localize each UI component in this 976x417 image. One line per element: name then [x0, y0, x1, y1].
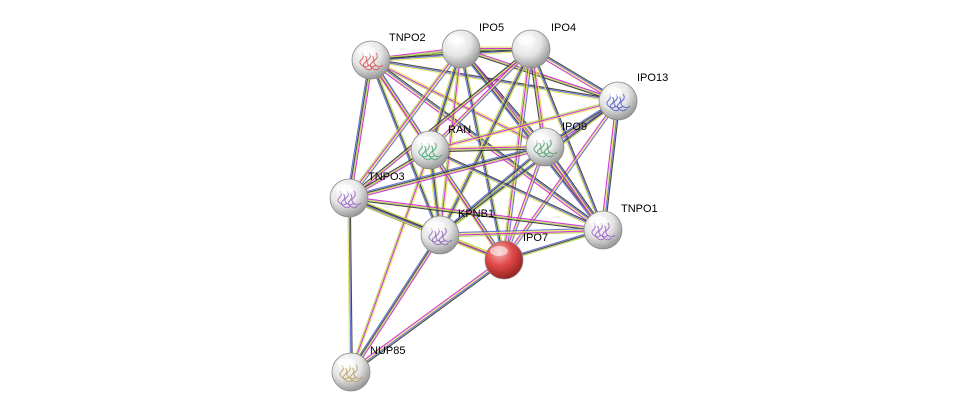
node-ipo4[interactable]: IPO4	[511, 22, 576, 69]
node-tnpo1-label: TNPO1	[621, 203, 658, 215]
edge-IPO4-TNPO3	[347, 47, 533, 200]
edge-TNPO2-IPO9	[370, 58, 546, 149]
node-tnpo3-label: TNPO3	[368, 171, 405, 183]
node-nup85-structure-icon	[339, 364, 364, 383]
node-ipo4-label: IPO4	[551, 22, 576, 34]
node-ipo13-circle[interactable]	[598, 81, 638, 121]
edge-IPO4-KPNB1	[437, 47, 534, 237]
node-ran-structure-icon	[418, 142, 443, 161]
node-nup85-highlight	[337, 358, 355, 368]
node-ipo9-highlight	[531, 133, 549, 143]
node-tnpo3-highlight	[335, 184, 353, 194]
edge-RAN-NUP85	[349, 149, 432, 373]
node-tnpo1-highlight	[589, 216, 607, 226]
node-kpnb1[interactable]: KPNB1	[420, 208, 494, 255]
node-tnpo3[interactable]: TNPO3	[329, 171, 405, 218]
node-ipo7-highlight	[490, 246, 508, 256]
node-tnpo1[interactable]: TNPO1	[583, 203, 658, 250]
node-tnpo2-highlight	[357, 46, 375, 56]
node-ipo9-structure-icon	[533, 139, 558, 158]
node-ran-label: RAN	[448, 124, 471, 136]
edge-KPNB1-NUP85	[348, 233, 443, 374]
node-ipo9[interactable]: IPO9	[525, 121, 587, 167]
node-ipo4-circle[interactable]	[511, 29, 551, 69]
node-tnpo2-label: TNPO2	[389, 32, 426, 44]
edge-KPNB1-TNPO1	[439, 227, 604, 238]
node-ipo13-highlight	[604, 87, 622, 97]
edge-IPO5-TNPO3	[346, 47, 464, 200]
edge-IPO13-TNPO1	[600, 100, 621, 231]
edge-TNPO3-NUP85	[347, 197, 353, 373]
edge-IPO13-RAN	[429, 99, 619, 152]
edge-TNPO2-TNPO3	[346, 59, 374, 199]
edge-RAN-IPO7	[427, 148, 507, 262]
node-nup85-label: NUP85	[370, 345, 405, 357]
node-ipo9-label: IPO9	[562, 121, 587, 133]
node-kpnb1-highlight	[426, 221, 444, 231]
edge-IPO7-NUP85	[349, 257, 506, 375]
node-ran-highlight	[416, 136, 434, 146]
edge-IPO9-IPO7	[502, 146, 547, 261]
node-ipo13-label: IPO13	[637, 72, 668, 84]
node-tnpo1-structure-icon	[591, 222, 616, 241]
node-kpnb1-structure-icon	[428, 227, 453, 246]
node-ipo4-highlight	[517, 35, 535, 45]
node-tnpo3-structure-icon	[337, 190, 362, 209]
node-ipo13-structure-icon	[606, 93, 631, 112]
node-ipo13[interactable]: IPO13	[598, 72, 668, 121]
edge-IPO9-TNPO3	[348, 144, 546, 201]
node-kpnb1-label: KPNB1	[458, 208, 494, 220]
node-ipo5[interactable]: IPO5	[441, 22, 504, 69]
node-ipo7-circle[interactable]	[484, 240, 524, 280]
node-ran-circle[interactable]	[410, 130, 450, 170]
node-tnpo2-circle[interactable]	[351, 40, 391, 80]
node-ipo5-highlight	[447, 35, 465, 45]
node-tnpo2-structure-icon	[359, 52, 384, 71]
edge-TNPO3-TNPO1	[348, 196, 604, 232]
edge-IPO9-KPNB1	[438, 145, 547, 237]
edge-IPO5-KPNB1	[438, 48, 463, 236]
node-ipo7[interactable]: IPO7	[484, 232, 548, 280]
node-ipo5-circle[interactable]	[441, 29, 481, 69]
node-tnpo3-circle[interactable]	[329, 178, 369, 218]
node-nup85[interactable]: NUP85	[331, 345, 405, 392]
node-ipo9-circle[interactable]	[525, 127, 565, 167]
node-ran[interactable]: RAN	[410, 124, 471, 170]
node-kpnb1-circle[interactable]	[420, 215, 460, 255]
node-ipo7-label: IPO7	[523, 232, 548, 244]
node-tnpo1-circle[interactable]	[583, 210, 623, 250]
edge-RAN-TNPO1	[429, 148, 604, 232]
node-tnpo2[interactable]: TNPO2	[351, 32, 426, 80]
node-ipo5-label: IPO5	[479, 22, 504, 34]
node-nup85-circle[interactable]	[331, 352, 371, 392]
